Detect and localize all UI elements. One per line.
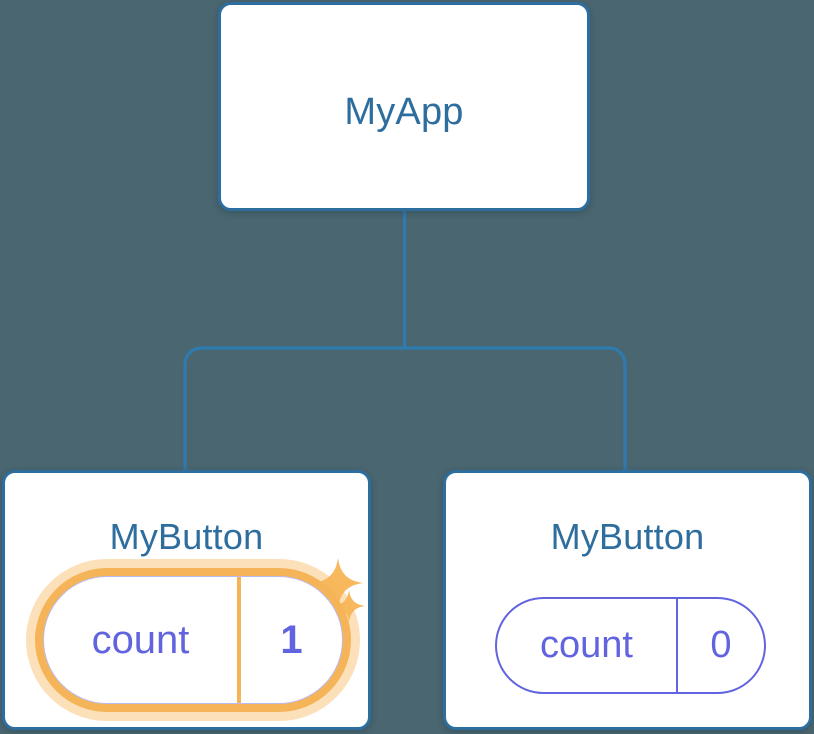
state-pill-right-wrapper: count 0	[494, 596, 767, 695]
node-mybutton-right[interactable]: MyButton count 0	[443, 470, 812, 730]
node-mybutton-right-label: MyButton	[550, 516, 705, 557]
node-myapp-label: MyApp	[344, 91, 464, 133]
state-pill-right[interactable]: count 0	[495, 597, 766, 694]
state-pill-left-wrapper: count 1	[43, 576, 343, 704]
state-key-left: count	[44, 577, 241, 703]
connector-branch-right	[404, 346, 627, 472]
state-value-right: 0	[710, 624, 732, 666]
connector-branch-left	[183, 346, 405, 472]
state-key-right: count	[497, 599, 678, 692]
node-mybutton-left-label: MyButton	[109, 516, 264, 557]
state-value-left: 1	[280, 617, 303, 662]
node-myapp[interactable]: MyApp	[218, 2, 590, 211]
node-mybutton-left[interactable]: MyButton count 1	[2, 470, 371, 730]
state-pill-left[interactable]: count 1	[43, 576, 343, 704]
